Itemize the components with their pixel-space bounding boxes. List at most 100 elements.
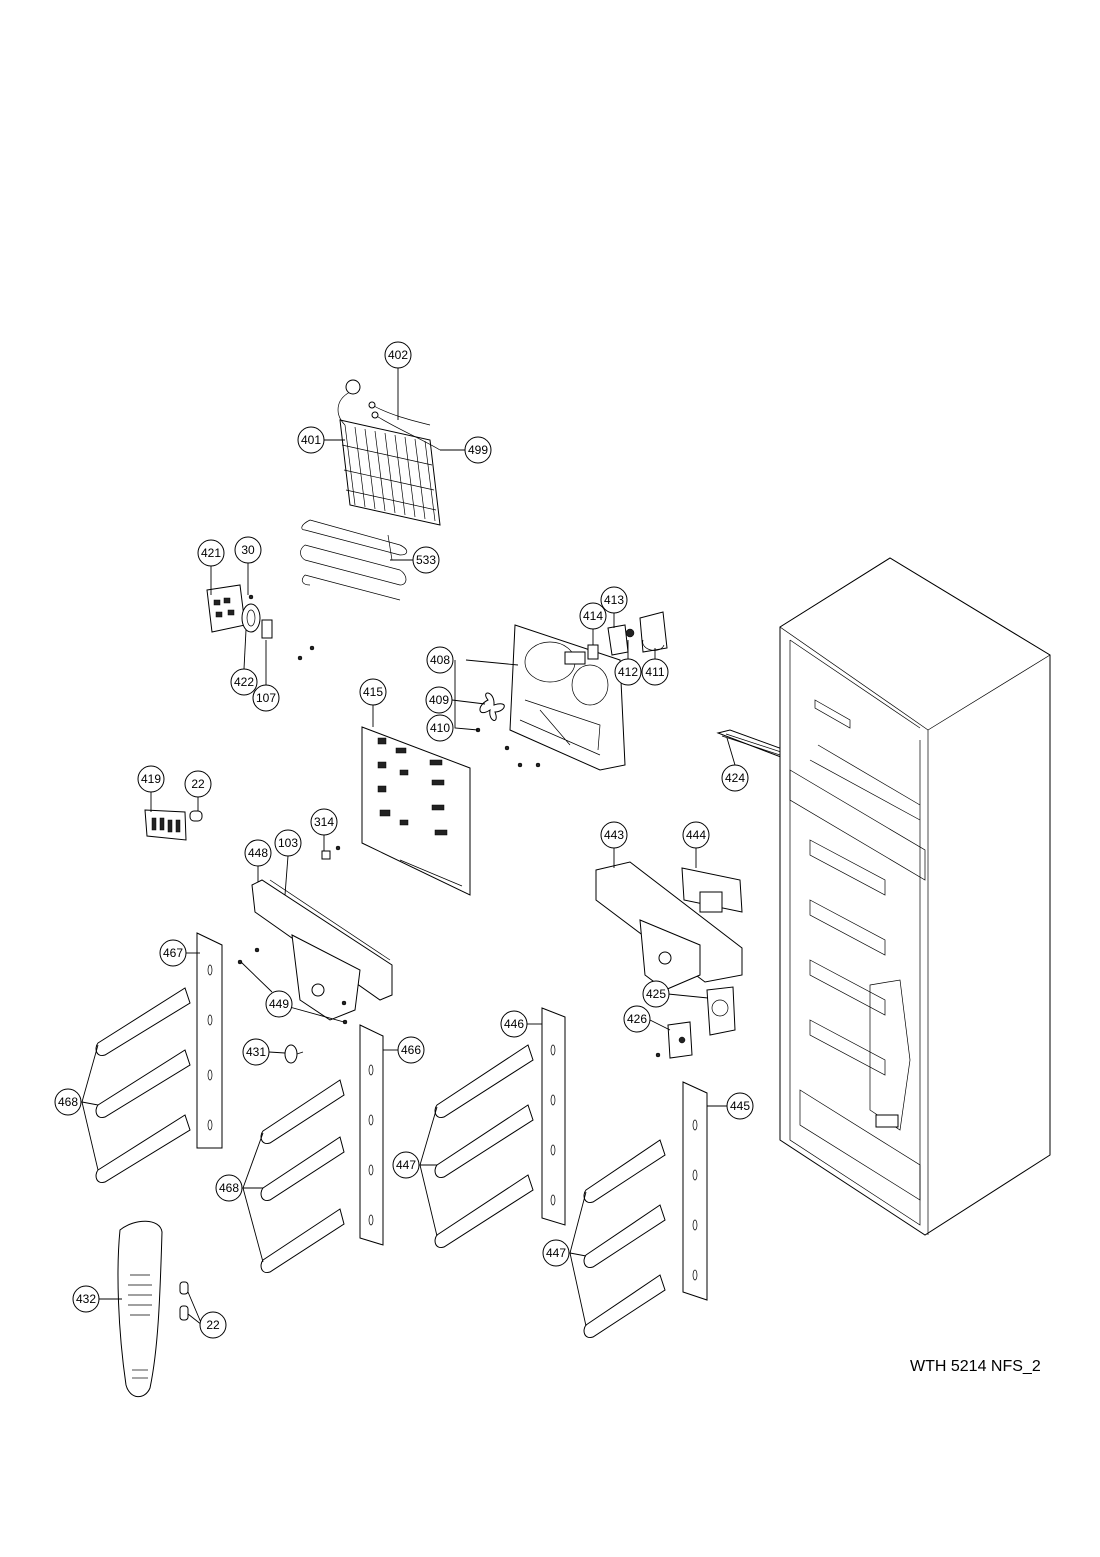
svg-text:410: 410 bbox=[430, 721, 450, 735]
callout-314: 314 bbox=[310, 808, 338, 836]
svg-text:447: 447 bbox=[396, 1158, 416, 1172]
svg-text:402: 402 bbox=[388, 348, 408, 362]
callout-443: 443 bbox=[600, 821, 628, 849]
svg-text:499: 499 bbox=[468, 443, 488, 457]
svg-text:314: 314 bbox=[314, 815, 334, 829]
callout-446: 446 bbox=[500, 1010, 528, 1038]
callout-107: 107 bbox=[252, 684, 280, 712]
callout-411: 411 bbox=[641, 658, 669, 686]
svg-text:103: 103 bbox=[278, 836, 298, 850]
svg-text:415: 415 bbox=[363, 685, 383, 699]
door-rail-467 bbox=[196, 932, 223, 1149]
svg-text:422: 422 bbox=[234, 675, 254, 689]
svg-text:468: 468 bbox=[58, 1095, 78, 1109]
callout-426: 426 bbox=[623, 1005, 651, 1033]
callout-431: 431 bbox=[242, 1038, 270, 1066]
lamp-cover-part bbox=[144, 809, 203, 841]
svg-text:412: 412 bbox=[618, 665, 638, 679]
svg-text:445: 445 bbox=[730, 1099, 750, 1113]
door-bins-468-middle bbox=[260, 1079, 345, 1274]
svg-text:411: 411 bbox=[645, 665, 664, 679]
callout-533: 533 bbox=[412, 546, 440, 574]
svg-text:414: 414 bbox=[583, 609, 603, 623]
lamp-sockets-part bbox=[179, 1281, 189, 1321]
callout-445: 445 bbox=[726, 1092, 754, 1120]
fan-blade-part bbox=[479, 692, 505, 721]
callout-402: 402 bbox=[384, 341, 412, 369]
door-rail-445 bbox=[682, 1081, 708, 1301]
svg-text:467: 467 bbox=[163, 946, 183, 960]
callout-466: 466 bbox=[397, 1036, 425, 1064]
door-bins-468-left bbox=[95, 987, 191, 1184]
svg-text:401: 401 bbox=[301, 433, 321, 447]
callout-419: 419 bbox=[137, 765, 165, 793]
callout-422: 422 bbox=[230, 668, 258, 696]
model-label: WTH 5214 NFS_2 bbox=[910, 1358, 1041, 1375]
callout-103: 103 bbox=[274, 829, 302, 857]
callout-425: 425 bbox=[642, 980, 670, 1008]
callout-409: 409 bbox=[425, 686, 453, 714]
callout-468-middle: 468 bbox=[215, 1174, 243, 1202]
refrigerator-cabinet-part bbox=[779, 557, 1051, 1236]
svg-text:421: 421 bbox=[201, 546, 221, 560]
callout-22-bottom: 22 bbox=[199, 1311, 227, 1339]
svg-text:533: 533 bbox=[416, 553, 436, 567]
svg-text:431: 431 bbox=[246, 1045, 266, 1059]
callout-444: 444 bbox=[682, 821, 710, 849]
svg-text:413: 413 bbox=[604, 593, 624, 607]
callout-468-left: 468 bbox=[54, 1088, 82, 1116]
callout-448: 448 bbox=[244, 839, 272, 867]
callout-449: 449 bbox=[265, 990, 293, 1018]
thermostat-control-housing-part bbox=[595, 861, 743, 991]
callout-22-top: 22 bbox=[184, 770, 212, 798]
door-rail-466 bbox=[359, 1024, 384, 1246]
svg-text:432: 432 bbox=[76, 1292, 96, 1306]
callout-447-middle: 447 bbox=[392, 1151, 420, 1179]
svg-text:444: 444 bbox=[686, 828, 706, 842]
fan-cover-part bbox=[509, 624, 626, 771]
callout-467: 467 bbox=[159, 939, 187, 967]
svg-text:426: 426 bbox=[627, 1012, 647, 1026]
door-bins-447-middle bbox=[434, 1044, 534, 1249]
svg-text:443: 443 bbox=[604, 828, 624, 842]
callout-413: 413 bbox=[600, 586, 628, 614]
callout-412: 412 bbox=[614, 658, 642, 686]
svg-text:408: 408 bbox=[430, 653, 450, 667]
svg-text:449: 449 bbox=[269, 997, 289, 1011]
fan-motor-assembly-part bbox=[206, 584, 273, 639]
door-bins-447-right bbox=[583, 1139, 666, 1339]
leader-lines bbox=[81, 368, 736, 1327]
callout-421: 421 bbox=[197, 539, 225, 567]
callout-424: 424 bbox=[721, 764, 749, 792]
thermostat-housing-part bbox=[251, 879, 393, 1021]
defrost-heater-part bbox=[300, 519, 408, 601]
callout-401: 401 bbox=[297, 426, 325, 454]
callout-410: 410 bbox=[426, 714, 454, 742]
svg-text:446: 446 bbox=[504, 1017, 524, 1031]
svg-text:409: 409 bbox=[429, 693, 449, 707]
callout-415: 415 bbox=[359, 678, 387, 706]
svg-text:424: 424 bbox=[725, 771, 745, 785]
clip-part bbox=[321, 850, 331, 860]
callout-447-right: 447 bbox=[542, 1239, 570, 1267]
svg-text:466: 466 bbox=[401, 1043, 421, 1057]
rear-panel-part bbox=[361, 726, 471, 896]
svg-text:107: 107 bbox=[256, 691, 276, 705]
door-handle-part bbox=[117, 1220, 163, 1398]
thermostat-knob-part bbox=[284, 1044, 304, 1064]
callout-432: 432 bbox=[72, 1285, 100, 1313]
callout-30: 30 bbox=[234, 536, 262, 564]
svg-text:22: 22 bbox=[191, 777, 205, 791]
svg-text:447: 447 bbox=[546, 1246, 566, 1260]
callout-414: 414 bbox=[579, 602, 607, 630]
svg-text:22: 22 bbox=[206, 1318, 220, 1332]
svg-text:419: 419 bbox=[141, 772, 161, 786]
svg-text:425: 425 bbox=[646, 987, 666, 1001]
svg-text:30: 30 bbox=[241, 543, 255, 557]
control-board-part bbox=[667, 986, 736, 1059]
callout-499: 499 bbox=[464, 436, 492, 464]
door-rail-446 bbox=[541, 1007, 566, 1226]
svg-text:448: 448 bbox=[248, 846, 268, 860]
